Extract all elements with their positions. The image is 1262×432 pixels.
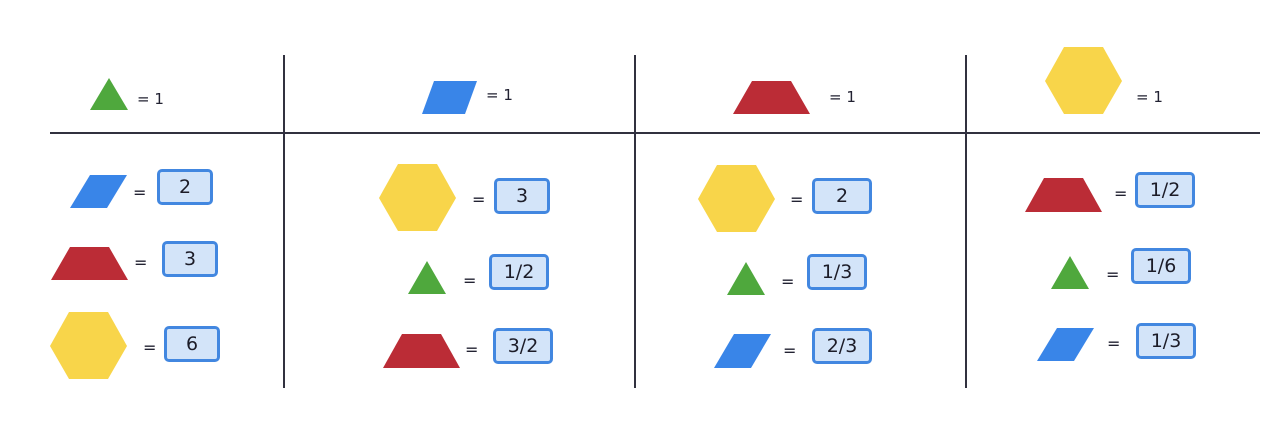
hexagon-icon: [1045, 47, 1122, 114]
equals-sign: =: [1106, 265, 1120, 284]
rhombus-icon: [714, 334, 771, 368]
trapezoid-icon: [383, 334, 460, 368]
rhombus-icon: [422, 81, 477, 114]
column-divider-3: [965, 55, 967, 388]
answer-box[interactable]: 6: [164, 326, 220, 362]
trapezoid-icon: [51, 247, 128, 280]
answer-box[interactable]: 1/6: [1131, 248, 1191, 284]
unit-label: = 1: [829, 88, 856, 106]
triangle-icon: [727, 262, 765, 295]
equals-sign: =: [783, 341, 797, 360]
equals-sign: =: [1107, 334, 1121, 353]
equals-sign: =: [781, 272, 795, 291]
rhombus-icon: [1037, 328, 1094, 361]
equals-sign: =: [1114, 184, 1128, 203]
equals-sign: =: [465, 340, 479, 359]
unit-label: = 1: [137, 90, 164, 108]
triangle-icon: [1051, 256, 1089, 289]
equals-sign: =: [143, 338, 157, 357]
hexagon-icon: [50, 312, 127, 379]
unit-label: = 1: [486, 86, 513, 104]
column-divider-2: [634, 55, 636, 388]
answer-box[interactable]: 1/2: [1135, 172, 1195, 208]
answer-box[interactable]: 3: [494, 178, 550, 214]
trapezoid-icon: [733, 81, 810, 114]
unit-label: = 1: [1136, 88, 1163, 106]
answer-box[interactable]: 3: [162, 241, 218, 277]
answer-box[interactable]: 1/3: [1136, 323, 1196, 359]
header-divider: [50, 132, 1260, 134]
rhombus-icon: [70, 175, 127, 208]
answer-box[interactable]: 1/3: [807, 254, 867, 290]
hexagon-icon: [698, 165, 775, 232]
equals-sign: =: [133, 183, 147, 202]
answer-box[interactable]: 2: [812, 178, 872, 214]
answer-box[interactable]: 2: [157, 169, 213, 205]
equals-sign: =: [134, 253, 148, 272]
equals-sign: =: [790, 190, 804, 209]
answer-box[interactable]: 3/2: [493, 328, 553, 364]
answer-box[interactable]: 1/2: [489, 254, 549, 290]
equals-sign: =: [472, 190, 486, 209]
answer-box[interactable]: 2/3: [812, 328, 872, 364]
column-divider-1: [283, 55, 285, 388]
equals-sign: =: [463, 271, 477, 290]
trapezoid-icon: [1025, 178, 1102, 212]
triangle-icon: [90, 78, 128, 110]
hexagon-icon: [379, 164, 456, 231]
triangle-icon: [408, 261, 446, 294]
